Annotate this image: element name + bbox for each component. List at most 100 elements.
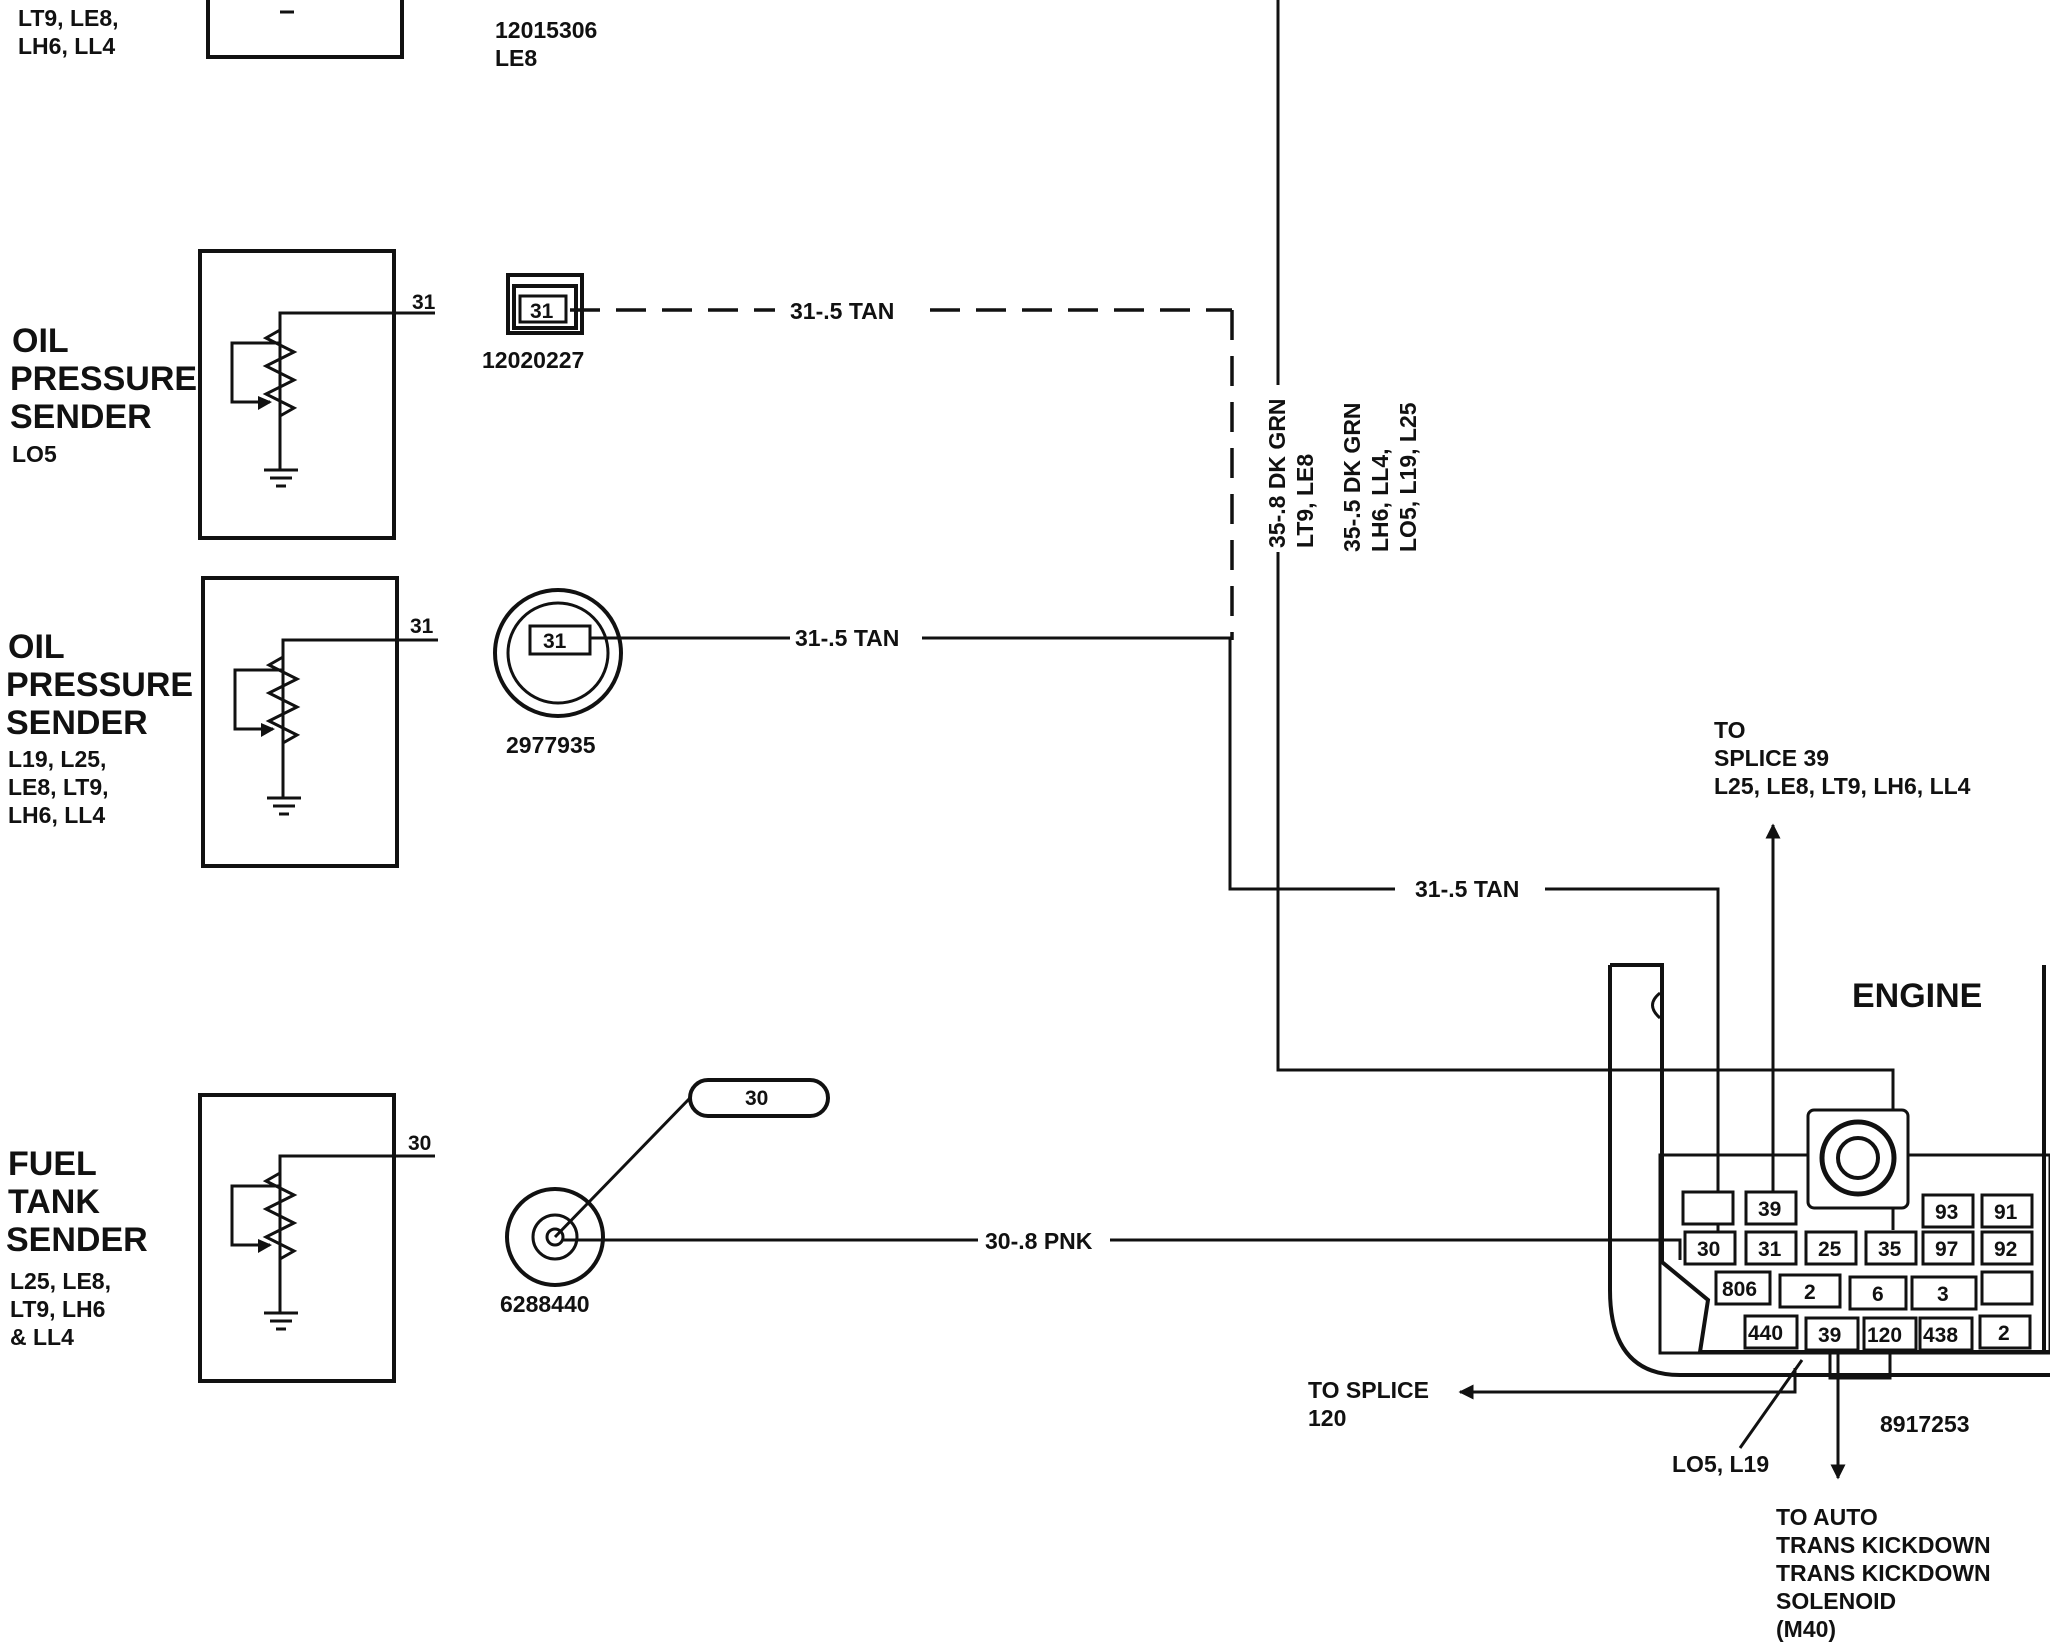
engine-pin [1978, 1314, 2032, 1350]
engine-pin-blank-1 [1681, 1190, 1735, 1226]
connector-12020227: 31 [506, 273, 584, 335]
wire-b-label-3: LO5, L19, L25 [1395, 402, 1421, 552]
wire-label-multi: 31-.5 TAN [795, 625, 899, 651]
fuel-tank-sender: 30 FUEL TANK SENDER L25, LE8, LT9, LH6 &… [6, 1078, 1682, 1383]
engine-pin [1921, 1230, 1975, 1266]
engine-mount-icon [1806, 1108, 1910, 1210]
auto-trans-line-2: TRANS KICKDOWN [1776, 1532, 1991, 1558]
fuel-sender-title-3: SENDER [6, 1221, 148, 1259]
sender-lo5-title-3: SENDER [10, 398, 152, 436]
sender-multi-title-2: PRESSURE [6, 666, 193, 704]
sender-multi-resistor-icon [233, 638, 438, 816]
engine-pin [1778, 1273, 1842, 1309]
engine-pin-label: 39 [1758, 1198, 1781, 1221]
engine-pin-label: 3 [1937, 1283, 1949, 1306]
connector-6288440-part: 6288440 [500, 1291, 590, 1317]
engine-pin [1980, 1230, 2034, 1266]
sender-lo5-resistor-icon [230, 311, 435, 488]
engine-pin [1918, 1316, 1974, 1352]
engine-pin-label: 30 [1697, 1238, 1720, 1261]
engine-outline-outer [1608, 965, 2050, 1377]
sender-multi-box [201, 576, 399, 868]
wire-a-label-1: 35-.8 DK GRN [1264, 398, 1290, 548]
engine-pin-label: 39 [1818, 1324, 1841, 1347]
sender-multi-title-1: OIL [8, 628, 65, 666]
connector-2977935: 31 [493, 588, 623, 718]
engine-pin-label: 440 [1748, 1322, 1783, 1345]
fuel-sender-title-2: TANK [8, 1183, 100, 1221]
connector-6288440 [505, 1187, 605, 1287]
engine-pin-blank-2 [1980, 1270, 2034, 1306]
fuel-sender-options-2: LT9, LH6 [10, 1296, 105, 1322]
wire-a-label-2: LT9, LE8 [1292, 454, 1318, 548]
dk-grn-wires: 35-.8 DK GRN LT9, LE8 35-.5 DK GRN LH6, … [1264, 0, 1895, 1230]
top-partial: LT9, LE8, LH6, LL4 12015306 LE8 [18, 0, 597, 71]
engine-pin [1848, 1275, 1908, 1311]
sender-lo5-title-1: OIL [12, 322, 69, 360]
engine-pin [1714, 1270, 1772, 1306]
engine-pin-label: 2 [1998, 1322, 2010, 1345]
engine-pin [1744, 1190, 1798, 1226]
engine-pin-label: 806 [1722, 1278, 1757, 1301]
engine-pin-label: 92 [1994, 1238, 2017, 1261]
engine-pin-label: 31 [1758, 1238, 1782, 1261]
sender-lo5-title-2: PRESSURE [10, 360, 197, 398]
sender-multi-terminal: 31 [410, 615, 434, 638]
fuel-sender-box [198, 1093, 396, 1383]
sender-multi-options-3: LH6, LL4 [8, 802, 105, 828]
auto-trans-line-1: TO AUTO [1776, 1504, 1878, 1530]
top-left-label-1: LT9, LE8, [18, 5, 119, 31]
wire-label-lo5: 31-.5 TAN [790, 298, 894, 324]
connector-12020227-part: 12020227 [482, 347, 584, 373]
engine-pin [1910, 1275, 1978, 1311]
connector-2977935-pin: 31 [543, 630, 567, 653]
auto-trans-line-5: (M40) [1776, 1616, 1836, 1642]
splice-39: TO SPLICE 39 L25, LE8, LT9, LH6, LL4 [1714, 717, 1971, 1205]
engine-pin-label: 2 [1804, 1281, 1816, 1304]
engine-pin [1864, 1230, 1918, 1266]
sender-multi-options-1: L19, L25, [8, 746, 106, 772]
fuel-sender-terminal: 30 [408, 1132, 431, 1155]
engine-label: ENGINE [1852, 977, 1982, 1015]
lo5-l19-label: LO5, L19 [1672, 1451, 1769, 1477]
engine-pin-label: 120 [1867, 1324, 1902, 1347]
fuel-sender-resistor-icon [230, 1154, 435, 1331]
fuel-sender-title-1: FUEL [8, 1145, 97, 1183]
engine-pin [1980, 1193, 2034, 1229]
engine-pin-label: 25 [1818, 1238, 1842, 1261]
splice120-line-2: 120 [1308, 1405, 1346, 1431]
engine-pin [1683, 1230, 1737, 1266]
top-connector-part: 12015306 [495, 17, 597, 43]
sender-lo5-box [198, 249, 396, 540]
splice39-line-3: L25, LE8, LT9, LH6, LL4 [1714, 773, 1971, 799]
fuel-tag-label: 30 [745, 1087, 768, 1110]
auto-trans-line-3: TRANS KICKDOWN [1776, 1560, 1991, 1586]
engine-pin-label: 35 [1878, 1238, 1902, 1261]
engine-pin-label: 6 [1872, 1283, 1884, 1306]
connector-2977935-part: 2977935 [506, 732, 596, 758]
engine-pin [1744, 1230, 1798, 1266]
engine-pin-label: 91 [1994, 1201, 2018, 1224]
fuel-sender-options-1: L25, LE8, [10, 1268, 111, 1294]
wire-b-label-1: 35-.5 DK GRN [1339, 402, 1365, 552]
engine-pin [1804, 1230, 1858, 1266]
splice39-line-1: TO [1714, 717, 1746, 743]
splice120-arrow [1458, 1368, 1797, 1400]
wire-label-tan-engine: 31-.5 TAN [1415, 876, 1519, 902]
splice39-line-2: SPLICE 39 [1714, 745, 1829, 771]
connector-12020227-pin: 31 [530, 300, 554, 323]
splice120-line-1: TO SPLICE [1308, 1377, 1429, 1403]
top-left-label-2: LH6, LL4 [18, 33, 115, 59]
engine-pin-label: 93 [1935, 1201, 1958, 1224]
engine-part: 8917253 [1880, 1411, 1970, 1437]
sender-multi-title-3: SENDER [6, 704, 148, 742]
engine-pin [1862, 1316, 1918, 1352]
sender-multi-options-2: LE8, LT9, [8, 774, 109, 800]
engine-pin [1921, 1193, 1975, 1229]
engine-pin [1743, 1314, 1799, 1350]
bottom-wires: TO SPLICE 120 LO5, L19 TO AUTO TRANS KIC… [1308, 1352, 1991, 1642]
oil-pressure-sender-multi: 31 OIL PRESSURE SENDER L19, L25, LE8, LT… [6, 576, 1720, 1235]
engine-pin-label: 97 [1935, 1238, 1958, 1261]
wire-b-label-2: LH6, LL4, [1367, 448, 1393, 552]
